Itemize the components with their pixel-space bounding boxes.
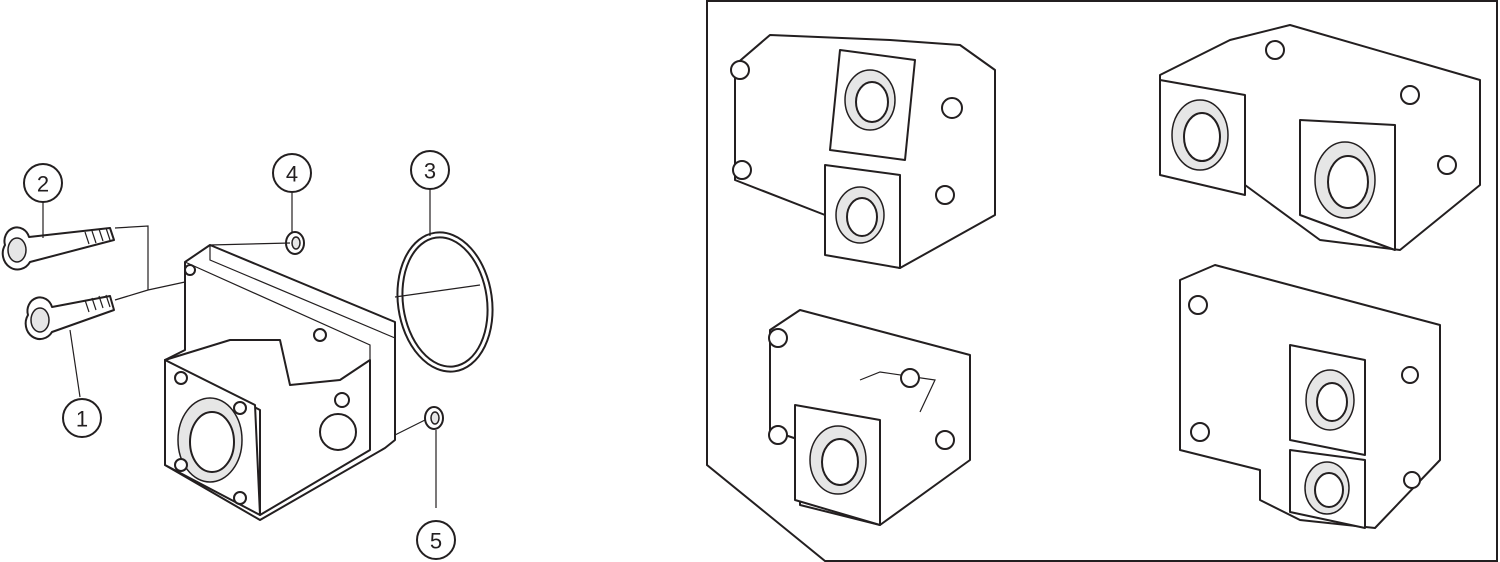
variants-panel [706, 0, 1498, 562]
seal-ring-4 [285, 231, 305, 255]
variant-top-left [730, 34, 996, 269]
main-block [164, 244, 396, 521]
panel-frame [706, 0, 1498, 562]
leader-lines [42, 188, 481, 508]
variant-bottom-left [768, 309, 971, 526]
callout-3: 3 [410, 150, 450, 190]
callout-1: 1 [62, 398, 102, 438]
svg-text:3: 3 [424, 159, 436, 184]
callout-4: 4 [272, 153, 312, 193]
screw-2 [1, 226, 115, 271]
o-ring-3 [396, 231, 494, 373]
svg-text:4: 4 [286, 162, 298, 187]
svg-text:5: 5 [430, 529, 442, 554]
svg-text:1: 1 [76, 407, 88, 432]
screw-leader-lines [114, 225, 186, 301]
exploded-view: 1 2 3 4 5 [1, 150, 494, 560]
variant-top-right [1159, 24, 1481, 251]
callout-2: 2 [23, 163, 63, 203]
screw-1 [24, 294, 115, 341]
variant-bottom-right [1179, 264, 1441, 529]
callout-5: 5 [416, 520, 456, 560]
svg-text:2: 2 [37, 172, 49, 197]
seal-ring-5 [424, 406, 444, 430]
